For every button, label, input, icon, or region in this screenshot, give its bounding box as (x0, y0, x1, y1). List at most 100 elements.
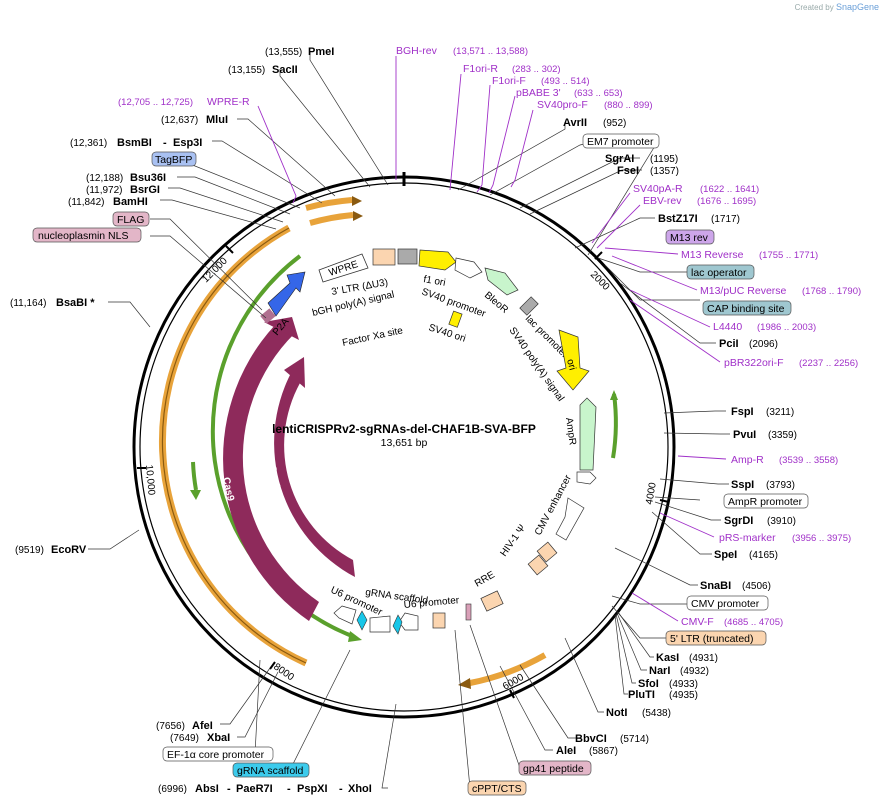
site-snabi[interactable]: SnaBI (700, 580, 731, 592)
primer-pos-sv40pa-r: (1622 .. 1641) (700, 184, 759, 195)
site-sspi[interactable]: SspI (731, 479, 754, 491)
primer-pbabe3[interactable]: pBABE 3' (516, 87, 561, 99)
ltr5-box (536, 541, 558, 563)
primer-m13-puc[interactable]: M13/pUC Reverse (700, 285, 787, 297)
box-ef1a-promoter[interactable]: EF-1α core promoter (162, 746, 274, 762)
site-pvui[interactable]: PvuI (733, 429, 756, 441)
site-nari[interactable]: NarI (649, 665, 670, 677)
primer-sv40pro-f[interactable]: SV40pro-F (537, 99, 588, 111)
box-cmv-promoter[interactable]: CMV promoter (686, 595, 769, 611)
site-pos-absi: (6996) (158, 784, 187, 795)
site-pos-fsei: (1357) (650, 166, 679, 177)
box-tagbfp[interactable]: TagBFP (151, 151, 197, 167)
f1ori-arrow (418, 249, 457, 271)
site-pmei[interactable]: PmeI (308, 46, 334, 58)
site-mlui[interactable]: MluI (206, 114, 228, 126)
primer-bgh-rev[interactable]: BGH-rev (396, 45, 438, 57)
green-arc-right (611, 393, 618, 459)
primer-f1ori-f[interactable]: F1ori-F (492, 75, 526, 87)
site-sacii[interactable]: SacII (272, 64, 298, 76)
primer-amp-r[interactable]: Amp-R (731, 454, 764, 466)
site-pos-sgrdi: (3910) (767, 516, 796, 527)
primer-l4440[interactable]: L4440 (713, 321, 742, 333)
primer-pos-wpre-r: (12,705 .. 12,725) (118, 97, 193, 108)
site-bsmbi[interactable]: BsmBI (117, 137, 152, 149)
orange-arrow-top-2 (309, 212, 354, 226)
box-nucleoplasmin-nls[interactable]: nucleoplasmin NLS (32, 227, 142, 243)
site-pos-sgrai: (1195) (650, 154, 678, 165)
site-noti[interactable]: NotI (606, 707, 627, 719)
site-fspi[interactable]: FspI (731, 406, 754, 418)
box-grna-label: gRNA scaffold (237, 765, 304, 777)
box-lac-operator[interactable]: lac operator (686, 264, 755, 280)
primer-pos-l4440: (1986 .. 2003) (757, 322, 816, 333)
site-pos-alei: (5867) (589, 746, 618, 757)
box-ampr-promoter[interactable]: AmpR promoter (723, 493, 809, 509)
site-bsrgi[interactable]: BsrGI (130, 184, 160, 196)
box-gp41-peptide[interactable]: gp41 peptide (518, 760, 592, 776)
site-fsei[interactable]: FseI (617, 165, 639, 177)
box-cap-binding-site[interactable]: CAP binding site (702, 300, 792, 316)
box-flag[interactable]: FLAG (112, 211, 150, 227)
site-xbai[interactable]: XbaI (207, 732, 230, 744)
site-pcii[interactable]: PciI (719, 338, 739, 350)
ampr-arrow (579, 397, 597, 471)
site-kasi[interactable]: KasI (656, 652, 679, 664)
orange-arrow-bottom (469, 652, 547, 686)
primer-m13-reverse[interactable]: M13 Reverse (681, 249, 744, 261)
sv40-promoter-arrow (454, 257, 483, 279)
primer-pbr322ori-f[interactable]: pBR322ori-F (724, 357, 784, 369)
sv40pa-box (519, 296, 539, 316)
site-bsabi[interactable]: BsaBI * (56, 297, 95, 309)
f1ori-label: f1 ori (422, 274, 446, 289)
tick-label-10000: 10,000 (143, 464, 157, 496)
site-absi[interactable]: AbsI (195, 783, 219, 795)
site-ecorv[interactable]: EcoRV (51, 544, 87, 556)
site-xhoi[interactable]: XhoI (348, 783, 372, 795)
primer-f1ori-r[interactable]: F1ori-R (463, 63, 498, 75)
site-sgrdi[interactable]: SgrDI (724, 515, 753, 527)
orange-arc-left-core (161, 227, 307, 664)
u6-promoter-arrow-a (333, 605, 357, 625)
site-afei[interactable]: AfeI (192, 720, 213, 732)
site-bbvci[interactable]: BbvCI (575, 733, 607, 745)
site-bamhi[interactable]: BamHI (113, 196, 148, 208)
primer-cmv-f[interactable]: CMV-F (681, 616, 714, 628)
box-m13-rev[interactable]: M13 rev (665, 229, 715, 245)
site-pos-bstz17i: (1717) (711, 214, 740, 225)
orange-arrow-bottom-head (458, 678, 471, 689)
box-grna-scaffold[interactable]: gRNA scaffold (232, 762, 310, 778)
site-bsu36i[interactable]: Bsu36I (130, 172, 166, 184)
site-pos-nari: (4932) (680, 666, 709, 677)
site-pluti[interactable]: PluTI (628, 689, 655, 701)
box-ef1a-label: EF-1α core promoter (167, 749, 265, 761)
site-spei[interactable]: SpeI (714, 549, 737, 561)
primer-pos-prs-marker: (3956 .. 3975) (792, 533, 851, 544)
primer-prs-marker[interactable]: pRS-marker (719, 532, 776, 544)
grna-scaffold-b (392, 614, 403, 635)
orange-arrow-top-2-head (353, 211, 363, 221)
site-pos-snabi: (4506) (742, 581, 771, 592)
u6-promoter-label-b: U6 promoter (403, 595, 460, 611)
box-em7-promoter[interactable]: EM7 promoter (582, 133, 660, 149)
primer-pos-m13-reverse: (1755 .. 1771) (759, 250, 818, 261)
site-pspxi[interactable]: PspXI (297, 783, 328, 795)
grna-scaffold-arrow (369, 615, 391, 633)
box-cppt-cts[interactable]: cPPT/CTS (467, 780, 527, 796)
grna-scaffold-a (356, 610, 368, 631)
cas9-label-inner: Cas9 (266, 464, 282, 490)
site-sfoi[interactable]: SfoI (638, 678, 659, 690)
primer-ebv-rev[interactable]: EBV-rev (643, 195, 682, 207)
box-ltr5-label: 5' LTR (truncated) (670, 633, 754, 645)
orange-arrow-top-1 (305, 197, 353, 211)
site-esp3i[interactable]: Esp3I (173, 137, 202, 149)
site-bstz17i[interactable]: BstZ17I (658, 213, 698, 225)
box-5ltr-truncated[interactable]: 5' LTR (truncated) (665, 630, 767, 646)
primer-sv40pa-r[interactable]: SV40pA-R (633, 183, 683, 195)
tick-label-2000: 2000 (588, 269, 612, 293)
site-sgrai[interactable]: SgrAI (605, 153, 634, 165)
site-avrii[interactable]: AvrII (563, 117, 587, 129)
primer-wpre-r[interactable]: WPRE-R (207, 96, 250, 108)
site-paer7i[interactable]: PaeR7I (236, 783, 273, 795)
site-alei[interactable]: AleI (556, 745, 576, 757)
